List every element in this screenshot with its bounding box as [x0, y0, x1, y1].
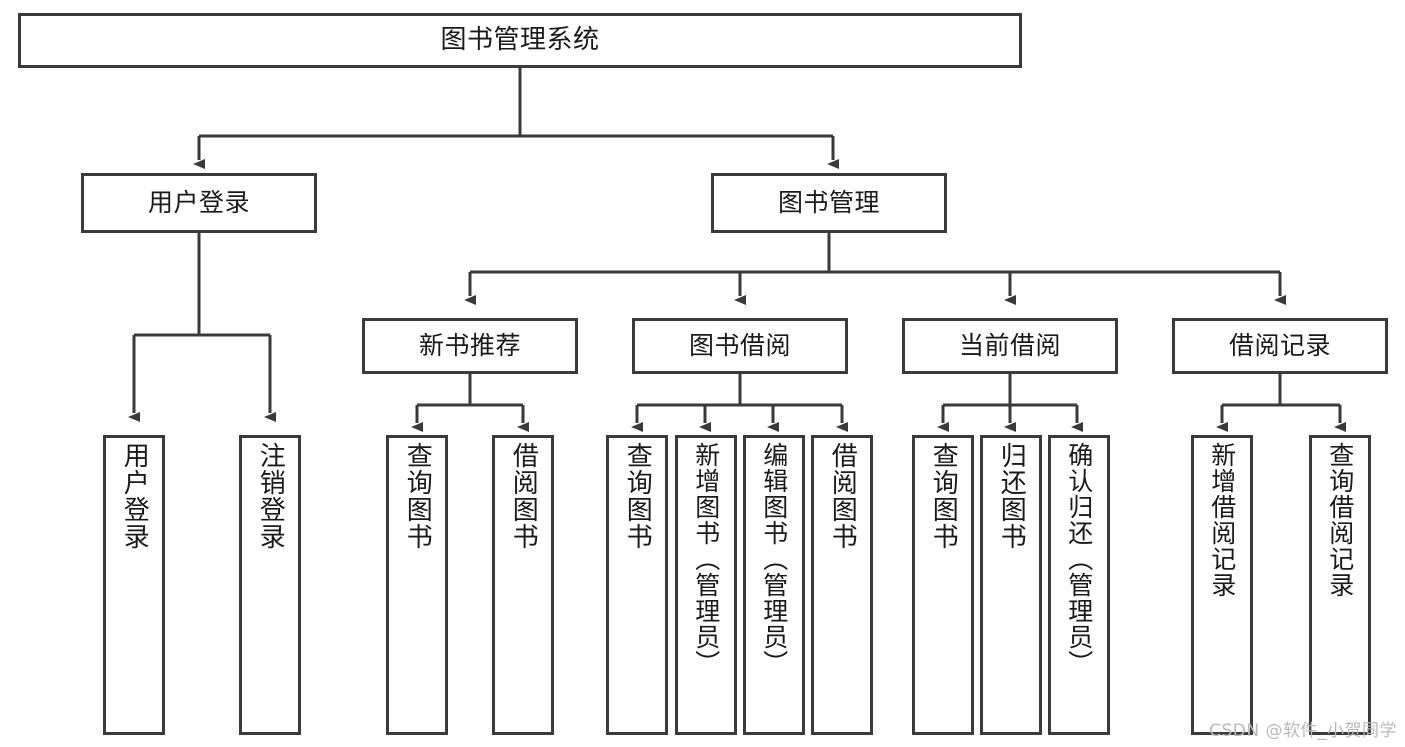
leaf-query-borrow-record[interactable]: 查询借阅记录	[1309, 435, 1371, 735]
csdn-watermark: CSDN @软件_小贺同学	[1209, 721, 1397, 741]
node-label: 查询图书	[402, 442, 433, 550]
node-new-book-recommend[interactable]: 新书推荐	[362, 318, 578, 374]
node-label: 借阅记录	[1228, 331, 1331, 361]
node-label: 借阅图书	[827, 442, 858, 550]
node-label: 图书管理系统	[440, 25, 600, 56]
leaf-add-book-admin[interactable]: 新增图书（管理员）	[675, 435, 737, 735]
node-label: 图书借阅	[688, 331, 791, 361]
node-label: 用户登录	[119, 442, 150, 550]
leaf-borrow-book[interactable]: 借阅图书	[811, 435, 873, 735]
node-label: 归还图书	[996, 442, 1027, 550]
node-label: 用户登录	[147, 188, 250, 218]
leaf-confirm-return-admin[interactable]: 确认归还（管理员）	[1048, 435, 1110, 735]
node-label: 查询图书	[622, 442, 653, 550]
node-book-management-module[interactable]: 图书管理	[711, 173, 947, 233]
node-label: 新增借阅记录	[1207, 442, 1237, 598]
leaf-add-borrow-record[interactable]: 新增借阅记录	[1191, 435, 1253, 735]
leaf-user-logout[interactable]: 注销登录	[239, 435, 301, 735]
node-label: 编辑图书（管理员）	[759, 442, 789, 676]
node-label: 借阅图书	[508, 442, 539, 550]
node-label: 注销登录	[255, 442, 286, 550]
node-label: 查询图书	[928, 442, 959, 550]
leaf-user-login[interactable]: 用户登录	[103, 435, 165, 735]
leaf-borrow-book-recommend[interactable]: 借阅图书	[492, 435, 554, 735]
node-current-borrow[interactable]: 当前借阅	[902, 318, 1118, 374]
node-label: 新增图书（管理员）	[691, 442, 721, 676]
node-label: 确认归还（管理员）	[1064, 442, 1094, 676]
node-system-root[interactable]: 图书管理系统	[18, 13, 1022, 68]
node-label: 新书推荐	[418, 331, 521, 361]
node-label: 查询借阅记录	[1325, 442, 1355, 598]
node-label: 图书管理	[777, 188, 880, 218]
leaf-query-book-borrow[interactable]: 查询图书	[606, 435, 668, 735]
leaf-return-book[interactable]: 归还图书	[980, 435, 1042, 735]
leaf-query-book-recommend[interactable]: 查询图书	[386, 435, 448, 735]
node-label: 当前借阅	[958, 331, 1061, 361]
leaf-edit-book-admin[interactable]: 编辑图书（管理员）	[743, 435, 805, 735]
leaf-query-book-current[interactable]: 查询图书	[912, 435, 974, 735]
node-book-borrow[interactable]: 图书借阅	[632, 318, 848, 374]
node-user-login-module[interactable]: 用户登录	[81, 173, 317, 233]
node-borrow-record[interactable]: 借阅记录	[1172, 318, 1388, 374]
